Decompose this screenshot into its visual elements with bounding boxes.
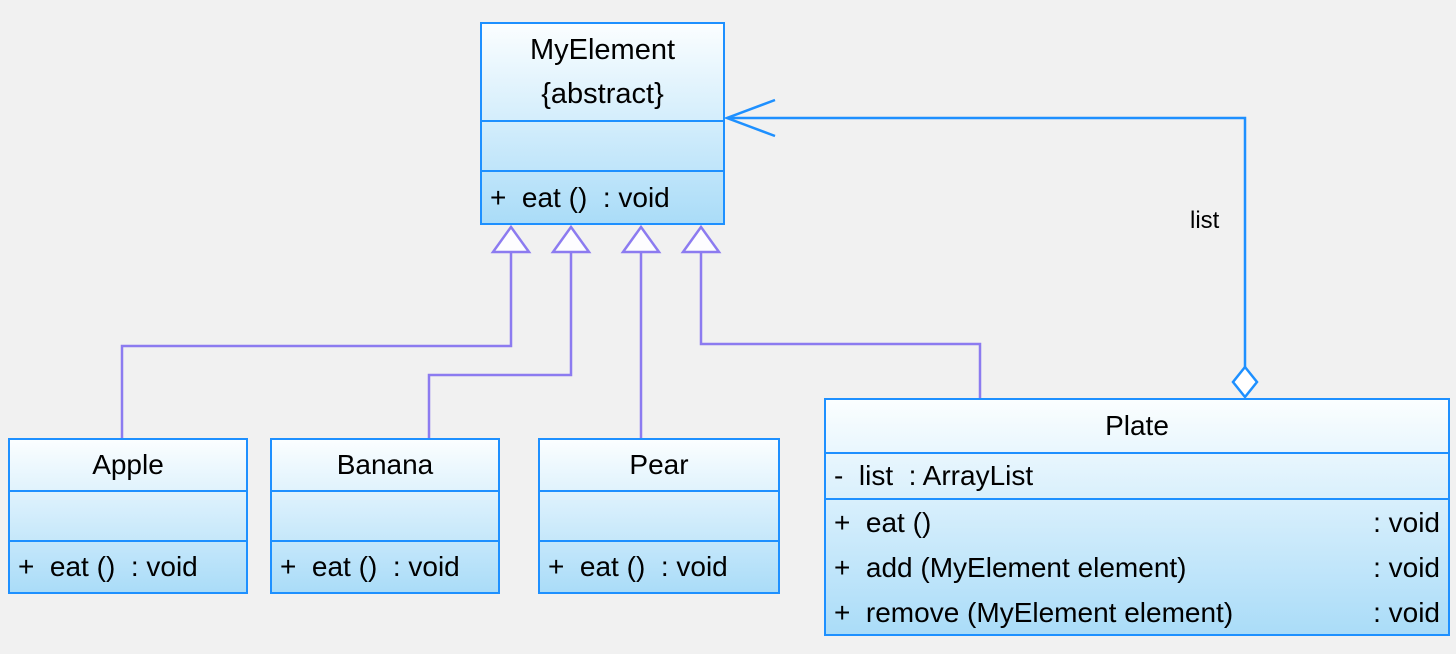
operation-item: + remove (MyElement element) : void [826,590,1448,635]
operation-item: + eat () : void [548,551,728,582]
generalization-apple-line [120,250,513,438]
class-name-banana: Banana [336,449,434,480]
operation-item: + eat () : void [490,181,670,213]
class-box-banana[interactable]: Banana + eat () : void [270,438,500,594]
operation-item: + eat () : void [280,551,460,582]
attributes-section-pear [540,490,778,540]
attributes-section-banana [272,490,498,540]
association-arrowhead [723,98,776,138]
operation-return-type: : void [1373,506,1440,538]
class-name-section-banana: Banana [272,440,498,490]
class-box-myelement[interactable]: MyElement {abstract} + eat () : void [480,22,725,225]
generalization-triangle-pear [620,224,662,254]
generalization-banana-line [427,250,573,438]
operation-signature: + remove (MyElement element) [834,596,1234,628]
operations-section-pear: + eat () : void [540,540,778,592]
aggregation-line [727,116,1247,397]
class-stereotype-myelement: {abstract} [541,78,664,110]
class-name-section-apple: Apple [10,440,246,490]
aggregation-diamond [1231,364,1259,400]
association-role-label: list [1190,207,1220,234]
operations-section-apple: + eat () : void [10,540,246,592]
class-name-section-plate: Plate [826,400,1448,452]
class-name-section-myelement: MyElement {abstract} [482,24,723,120]
attributes-section-plate: - list : ArrayList [826,452,1448,498]
class-name-plate: Plate [1105,410,1169,441]
operations-section-plate: + eat () : void + add (MyElement element… [826,498,1448,634]
operations-section-myelement: + eat () : void [482,170,723,223]
operation-return-type: : void [1373,551,1440,583]
class-box-pear[interactable]: Pear + eat () : void [538,438,780,594]
operation-item: + add (MyElement element) : void [826,545,1448,590]
generalization-triangle-plate [680,224,722,254]
class-name-myelement: MyElement [529,34,676,66]
operations-section-banana: + eat () : void [272,540,498,592]
operation-item: + eat () : void [826,500,1448,545]
attribute-item: - list : ArrayList [834,460,1034,491]
class-box-plate[interactable]: Plate - list : ArrayList + eat () : void… [824,398,1450,636]
class-name-pear: Pear [629,449,689,480]
operation-signature: + eat () [834,506,932,538]
generalization-triangle-banana [550,224,592,254]
attributes-section-apple [10,490,246,540]
generalization-plate-line [699,250,982,398]
attributes-section-myelement [482,120,723,170]
generalization-triangle-apple [490,224,532,254]
class-name-apple: Apple [92,449,164,480]
operation-item: + eat () : void [18,551,198,582]
class-name-section-pear: Pear [540,440,778,490]
class-box-apple[interactable]: Apple + eat () : void [8,438,248,594]
operation-return-type: : void [1373,596,1440,628]
operation-signature: + add (MyElement element) [834,551,1187,583]
